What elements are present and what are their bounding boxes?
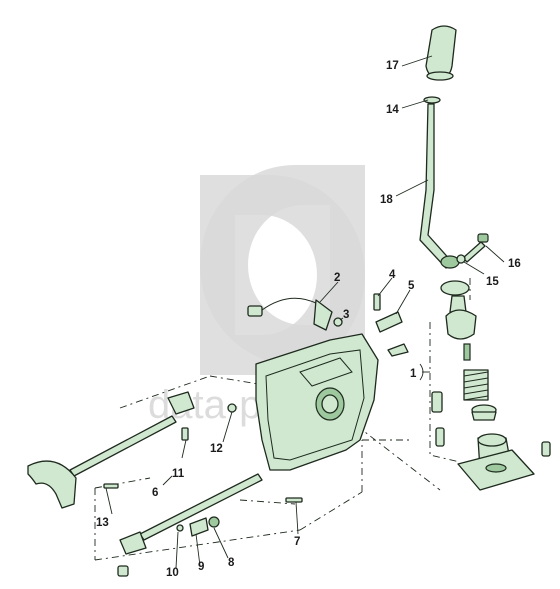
leader-lines [105,55,505,569]
callout-15: 15 [486,276,499,288]
callout-labels: 17 14 18 16 15 2 4 5 3 1 12 11 6 13 7 8 … [96,60,521,579]
callout-17: 17 [386,60,399,72]
washer-10 [176,524,184,532]
gearbox-housing [255,333,379,471]
plug-12 [227,403,237,413]
callout-8: 8 [228,557,235,569]
lever-assembly [431,280,551,491]
plug-bolt [387,343,409,357]
callout-14: 14 [386,104,399,116]
bolt-4 [373,293,381,311]
pivot-washer [456,254,466,264]
pivot-bolt [462,233,489,263]
callout-9: 9 [198,561,204,573]
callout-18: 18 [380,194,393,206]
selector-shaft [69,391,195,477]
callout-4: 4 [389,269,396,281]
shift-fork [27,460,77,509]
retaining-ring [423,96,441,104]
callout-6: 6 [152,487,158,499]
callout-1: 1 [410,368,417,380]
callout-13: 13 [96,517,109,529]
callout-5: 5 [408,280,415,292]
callout-2: 2 [334,272,340,284]
spring-9 [189,517,209,537]
lower-shaft [117,473,263,577]
nut-8 [208,516,220,528]
callout-12: 12 [210,443,223,455]
callout-3: 3 [343,309,349,321]
callout-10: 10 [166,567,179,579]
pin-7 [285,497,303,503]
shift-lever [419,103,460,269]
callout-16: 16 [508,258,521,270]
callout-11: 11 [172,468,185,480]
gear-knob [425,25,457,81]
callout-7: 7 [294,536,300,548]
fork-pin [103,483,119,489]
bracket-5 [375,311,403,333]
sensor-with-cable [247,297,333,331]
